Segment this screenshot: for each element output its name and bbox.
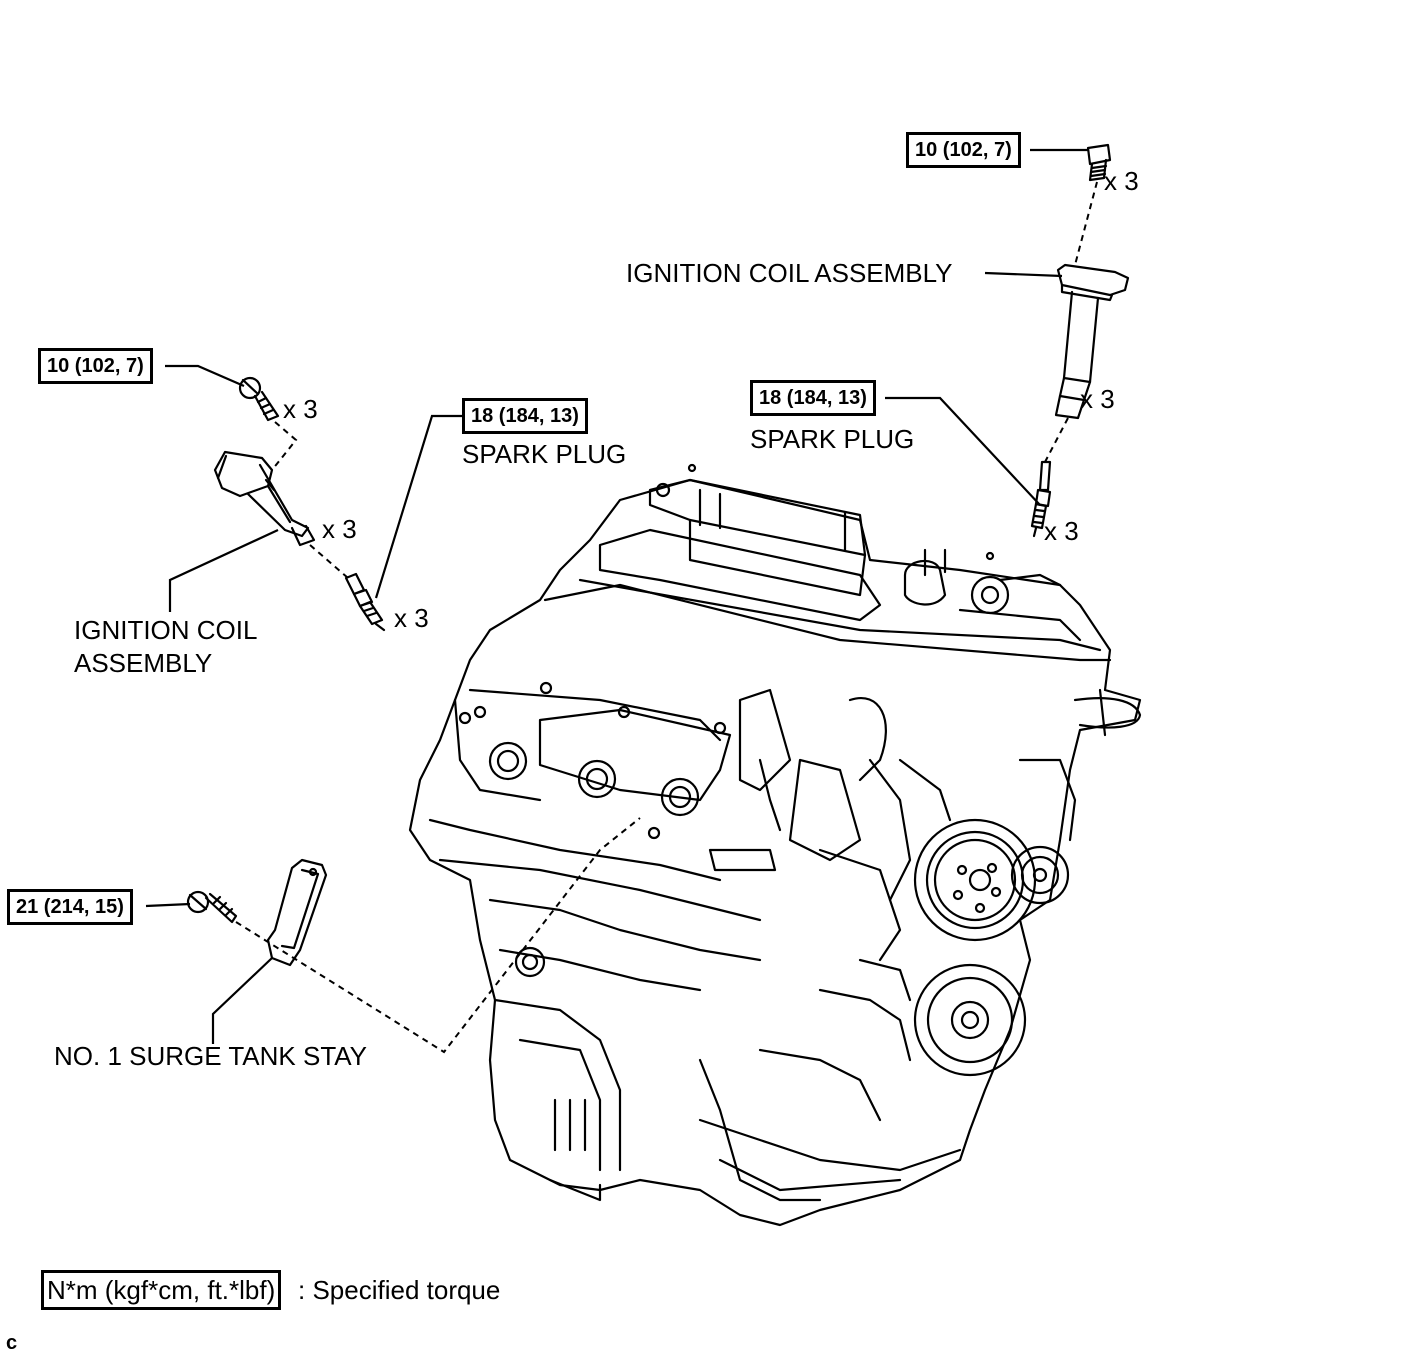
leader-left-bolt: [165, 364, 245, 388]
qty-left-ignition-coil: x 3: [322, 514, 357, 544]
legend-unit-box: N*m (kgf*cm, ft.*lbf): [41, 1270, 282, 1310]
qty-left-spark-plug: x 3: [394, 603, 429, 633]
qty-top-right-bolt: x 3: [1104, 166, 1139, 196]
leader-right-coil: [984, 271, 1063, 278]
left-coil-assembly-line: [309, 544, 349, 579]
left-bolt: [238, 376, 280, 422]
engine-block: [408, 463, 1142, 1227]
leader-left-coil: [168, 529, 279, 612]
label-left-ignition-coil-line2: ASSEMBLY: [74, 648, 213, 678]
left-bolt-assembly-line: [271, 421, 298, 471]
qty-right-ignition-coil: x 3: [1080, 384, 1115, 414]
corner-mark: c: [6, 1332, 18, 1354]
label-surge-tank-stay: NO. 1 SURGE TANK STAY: [54, 1041, 368, 1071]
top-right-assembly-line: [1044, 181, 1098, 463]
label-left-spark-plug: SPARK PLUG: [462, 439, 627, 469]
stay-assembly-line: [235, 817, 641, 1054]
stay-bolt: [186, 890, 238, 924]
torque-box-left-spark-plug: 18 (184, 13): [462, 398, 588, 434]
right-spark-plug: [1030, 460, 1052, 538]
label-right-ignition-coil: IGNITION COIL ASSEMBLY: [626, 258, 953, 288]
top-right-bolt: [1086, 143, 1112, 182]
label-right-spark-plug: SPARK PLUG: [750, 424, 915, 454]
qty-right-spark-plug: x 3: [1044, 516, 1079, 546]
left-ignition-coil: [213, 450, 316, 547]
left-spark-plug: [344, 572, 386, 632]
torque-box-top-right-bolt: 10 (102, 7): [906, 132, 1021, 168]
torque-box-stay-bolt: 21 (214, 15): [7, 889, 133, 925]
qty-left-bolt: x 3: [283, 394, 318, 424]
leader-left-plug: [374, 414, 462, 599]
surge-tank-stay: [266, 858, 328, 967]
leader-right-plug: [885, 396, 1041, 506]
leader-stay-bolt: [145, 902, 191, 908]
legend-description: : Specified torque: [298, 1275, 501, 1305]
right-ignition-coil: [1054, 263, 1130, 420]
torque-box-left-bolt: 10 (102, 7): [38, 348, 153, 384]
label-left-ignition-coil-line1: IGNITION COIL: [74, 615, 258, 645]
leader-stay: [211, 957, 273, 1044]
torque-box-right-spark-plug: 18 (184, 13): [750, 380, 876, 416]
